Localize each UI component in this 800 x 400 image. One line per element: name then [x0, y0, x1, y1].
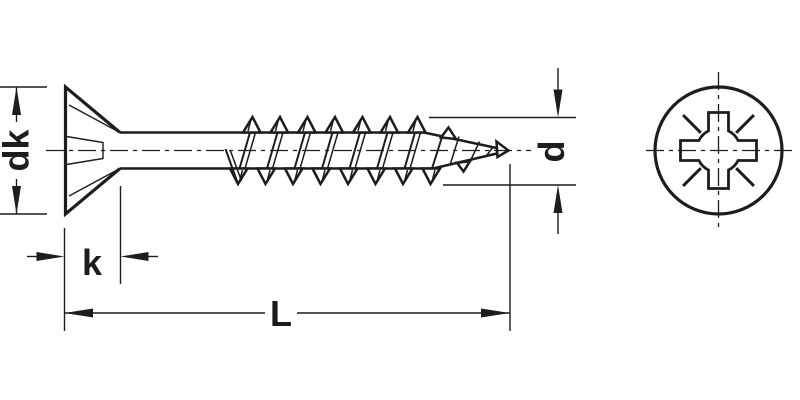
pozidriv-tick-ne: [735, 114, 755, 134]
d-label: d: [531, 141, 572, 163]
dk-arrow-down: [12, 186, 21, 214]
head-cone-line-upper: [68, 104, 119, 133]
tip-point: [495, 138, 511, 160]
head-cone-line-lower: [68, 168, 119, 197]
tip-crest-top: [438, 125, 459, 141]
screw-front-view: [646, 72, 792, 229]
thread-crests-bottom: [227, 167, 443, 187]
pozidriv-tick-sw: [682, 167, 702, 187]
dimension-d: d: [429, 68, 576, 234]
tip-crest-bottom: [454, 159, 473, 174]
dimension-k: k: [27, 186, 158, 331]
pozidriv-tick-se: [735, 167, 755, 187]
k-arrow-right: [120, 252, 149, 261]
pozidriv-tick-nw: [682, 114, 702, 134]
k-arrow-left: [36, 252, 65, 261]
k-label: k: [82, 242, 103, 283]
screw-thread: [224, 114, 511, 187]
dimension-dk: dk: [0, 86, 47, 215]
L-label: L: [270, 293, 292, 334]
L-arrow-right: [481, 308, 510, 318]
d-extension-lines: [429, 116, 576, 186]
thread-crests-top: [240, 114, 428, 134]
dimension-length: L: [64, 164, 511, 334]
screw-side-view: dk k L d: [0, 68, 576, 334]
d-arrow-up: [553, 185, 563, 213]
head-outline: [63, 83, 122, 218]
thread-start: [224, 148, 243, 185]
dk-arrow-up: [12, 87, 21, 115]
dk-extension-lines: [0, 86, 47, 215]
dk-label: dk: [0, 129, 37, 172]
tip-taper-top: [423, 131, 500, 150]
pozidriv-tick-marks: [682, 114, 755, 187]
L-arrow-left: [64, 308, 93, 318]
d-arrow-down: [553, 89, 563, 118]
screw-tip: [423, 125, 511, 174]
